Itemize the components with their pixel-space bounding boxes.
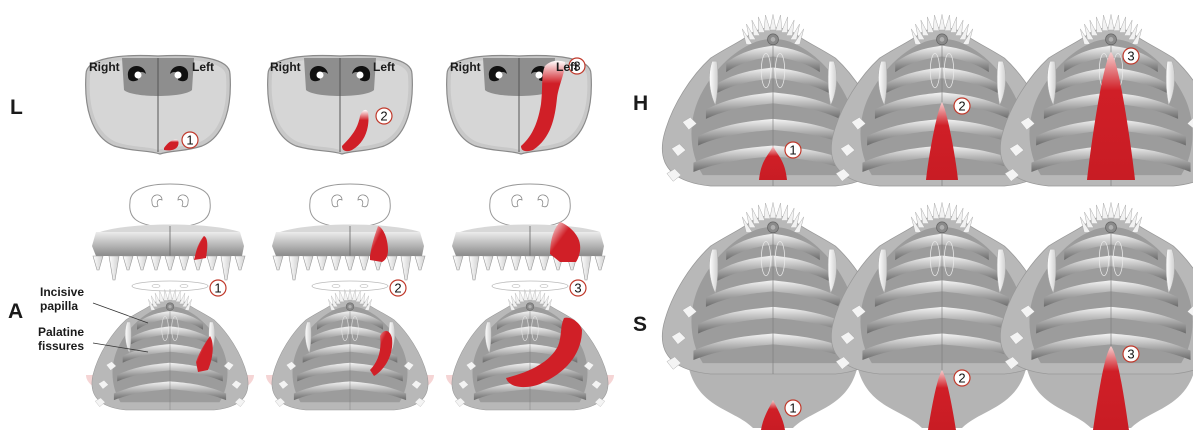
- stage-badge-l-2: 2: [376, 108, 392, 124]
- row-label-a: A: [8, 300, 23, 324]
- svg-text:3: 3: [1127, 49, 1134, 64]
- svg-text:3: 3: [1127, 347, 1134, 362]
- palate-h-stage-3: 3: [1000, 14, 1193, 186]
- incisive-papilla-label: Incisive papilla: [40, 285, 84, 313]
- stage-badge-a-2: 2: [390, 280, 406, 296]
- row-label-h: H: [633, 92, 648, 116]
- palatine-fissures-label: Palatine fissures: [38, 325, 84, 353]
- stage-badge-h-1: 1: [785, 142, 801, 158]
- stage-badge-a-1: 1: [210, 280, 226, 296]
- rostral-view-stage-3: 3: [446, 184, 614, 410]
- side-label-left-3: Left: [556, 60, 578, 74]
- stage-badge-s-3: 3: [1123, 346, 1139, 362]
- side-label-left-2: Left: [373, 60, 395, 74]
- side-label-right-2: Right: [270, 60, 301, 74]
- stage-badge-h-3: 3: [1123, 48, 1139, 64]
- svg-text:1: 1: [789, 143, 796, 158]
- row-label-s: S: [633, 313, 647, 337]
- svg-text:1: 1: [186, 133, 193, 148]
- svg-text:3: 3: [574, 281, 581, 296]
- svg-text:1: 1: [214, 281, 221, 296]
- row-label-l: L: [10, 96, 23, 120]
- side-label-right-3: Right: [450, 60, 481, 74]
- stage-badge-a-3: 3: [570, 280, 586, 296]
- stage-badge-l-1: 1: [182, 132, 198, 148]
- rostral-view-stage-1: 1: [86, 184, 254, 410]
- side-label-right-1: Right: [89, 60, 120, 74]
- svg-text:2: 2: [380, 109, 387, 124]
- svg-text:2: 2: [394, 281, 401, 296]
- palate-s-stage-3: 3: [1000, 202, 1193, 430]
- stage-badge-s-1: 1: [785, 400, 801, 416]
- stage-badge-s-2: 2: [954, 370, 970, 386]
- svg-text:2: 2: [958, 99, 965, 114]
- side-label-left-1: Left: [192, 60, 214, 74]
- svg-text:2: 2: [958, 371, 965, 386]
- stage-badge-h-2: 2: [954, 98, 970, 114]
- rostral-view-stage-2: 2: [266, 184, 434, 410]
- svg-text:1: 1: [789, 401, 796, 416]
